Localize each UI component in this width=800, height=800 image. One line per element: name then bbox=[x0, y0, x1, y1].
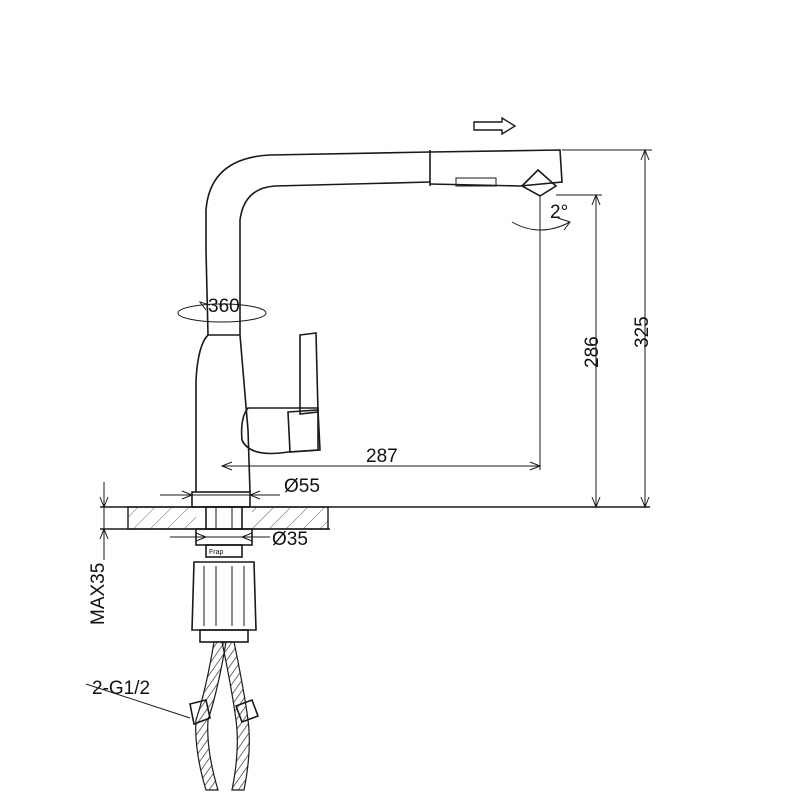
rotation-indicator: 360 bbox=[177, 296, 267, 323]
hose-connector-label: 2-G1/2 bbox=[92, 678, 150, 699]
faucet-body bbox=[191, 149, 563, 508]
countertop bbox=[100, 506, 650, 530]
tilt-indicator: 2° bbox=[511, 196, 571, 240]
dimension-spout-height: 286 bbox=[556, 193, 603, 509]
tilt-angle-label: 2° bbox=[550, 202, 568, 223]
brand-mark: Frap bbox=[209, 549, 224, 556]
total-height-label: 325 bbox=[632, 316, 653, 348]
dimension-max-thickness: MAX35 bbox=[88, 482, 128, 625]
dimension-reach: 287 bbox=[220, 240, 542, 471]
supply-hoses bbox=[189, 641, 260, 791]
hose-connector-callout: 2-G1/2 bbox=[85, 678, 191, 719]
rotation-label: 360 bbox=[208, 296, 240, 317]
reach-label: 287 bbox=[366, 446, 398, 467]
dimension-base-diameter: Ø55 bbox=[160, 476, 320, 500]
dimension-hole-diameter: Ø35 bbox=[170, 529, 308, 550]
base-diameter-label: Ø55 bbox=[284, 476, 320, 497]
flow-direction-arrow bbox=[473, 116, 517, 136]
max-thickness-label: MAX35 bbox=[88, 563, 109, 625]
dimension-total-height: 325 bbox=[562, 148, 653, 509]
lever-handle bbox=[240, 332, 321, 455]
hole-diameter-label: Ø35 bbox=[272, 529, 308, 550]
spout-height-label: 286 bbox=[582, 336, 603, 368]
